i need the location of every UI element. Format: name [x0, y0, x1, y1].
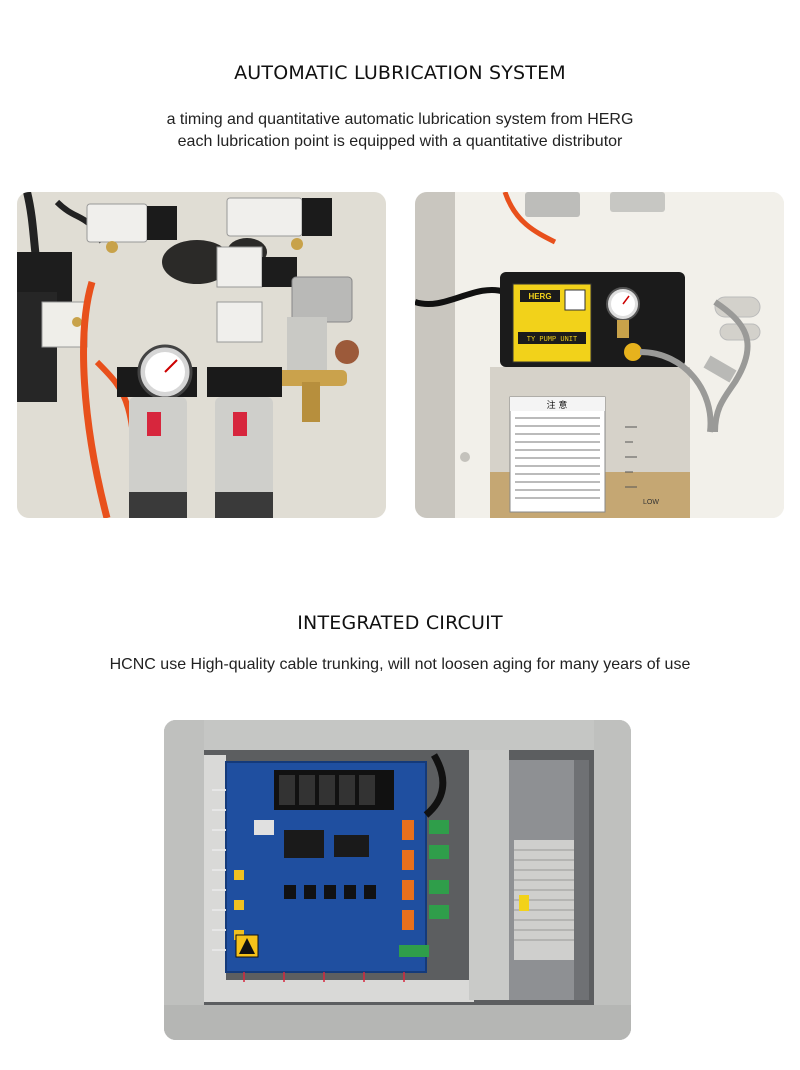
pneumatic-valves-photo — [17, 192, 386, 518]
pump-unit-text: TY PUMP UNIT — [527, 336, 577, 344]
pump-brand-text: HERG — [528, 292, 551, 301]
lubrication-description-line-2: each lubrication point is equipped with … — [177, 133, 623, 150]
pump-level-text: LOW — [643, 499, 659, 506]
circuit-title: INTEGRATED CIRCUIT — [297, 612, 503, 634]
lubrication-title: AUTOMATIC LUBRICATION SYSTEM — [234, 62, 566, 84]
pump-unit-photo: HERG TY PUMP UNIT 注 意 — [415, 192, 784, 518]
electrical-cabinet-photo — [164, 720, 631, 1040]
pump-warning-text: 注 意 — [547, 399, 568, 411]
circuit-description-line-1: HCNC use High-quality cable trunking, wi… — [109, 656, 691, 673]
lubrication-description-line-1: a timing and quantitative automatic lubr… — [166, 111, 634, 128]
